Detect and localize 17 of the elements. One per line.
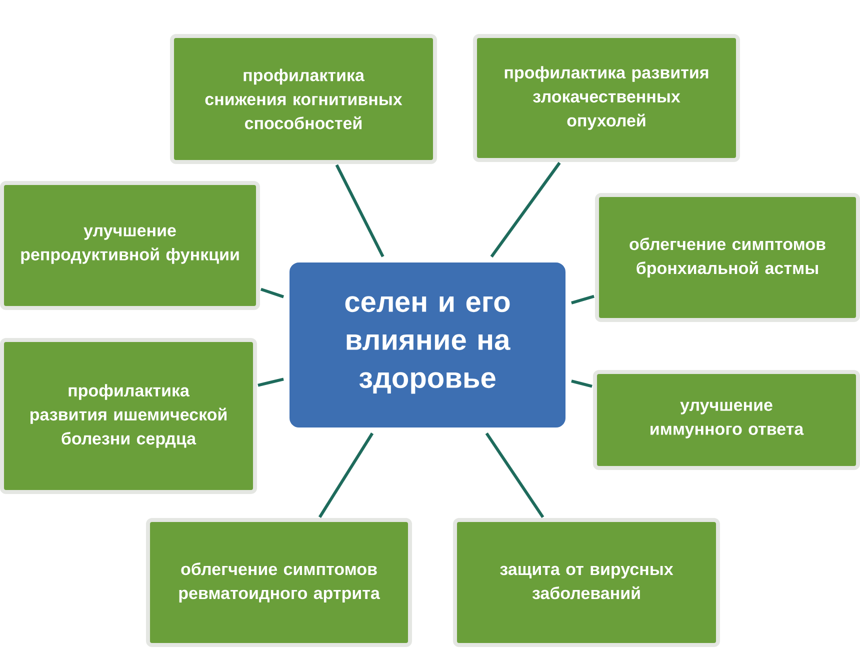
- connector-line: [571, 380, 592, 388]
- connector-line: [258, 378, 284, 387]
- effect-box: защита от вирусных заболеваний: [453, 518, 720, 647]
- topic-box: селен и его влияние на здоровье: [284, 258, 570, 432]
- effect-box: облегчение симптомов бронхиальной астмы: [595, 193, 860, 322]
- effect-box: профилактика развития злокачественных опухолей: [473, 34, 740, 162]
- effect-box: профилактика снижения когнитивных способностей: [170, 34, 437, 164]
- effect-box: улучшение иммунного ответа: [593, 370, 860, 470]
- effect-box: профилактика развития ишемической болезни сердца: [0, 338, 257, 494]
- effect-box: улучшение репродуктивной функции: [0, 181, 260, 310]
- connector-line: [490, 162, 561, 258]
- connector-line: [335, 164, 384, 258]
- effect-box: облегчение симптомов ревматоидного артрита: [146, 518, 412, 647]
- connector-line: [485, 432, 544, 518]
- connector-line: [571, 294, 594, 304]
- connector-line: [318, 432, 374, 518]
- connector-line: [260, 288, 284, 298]
